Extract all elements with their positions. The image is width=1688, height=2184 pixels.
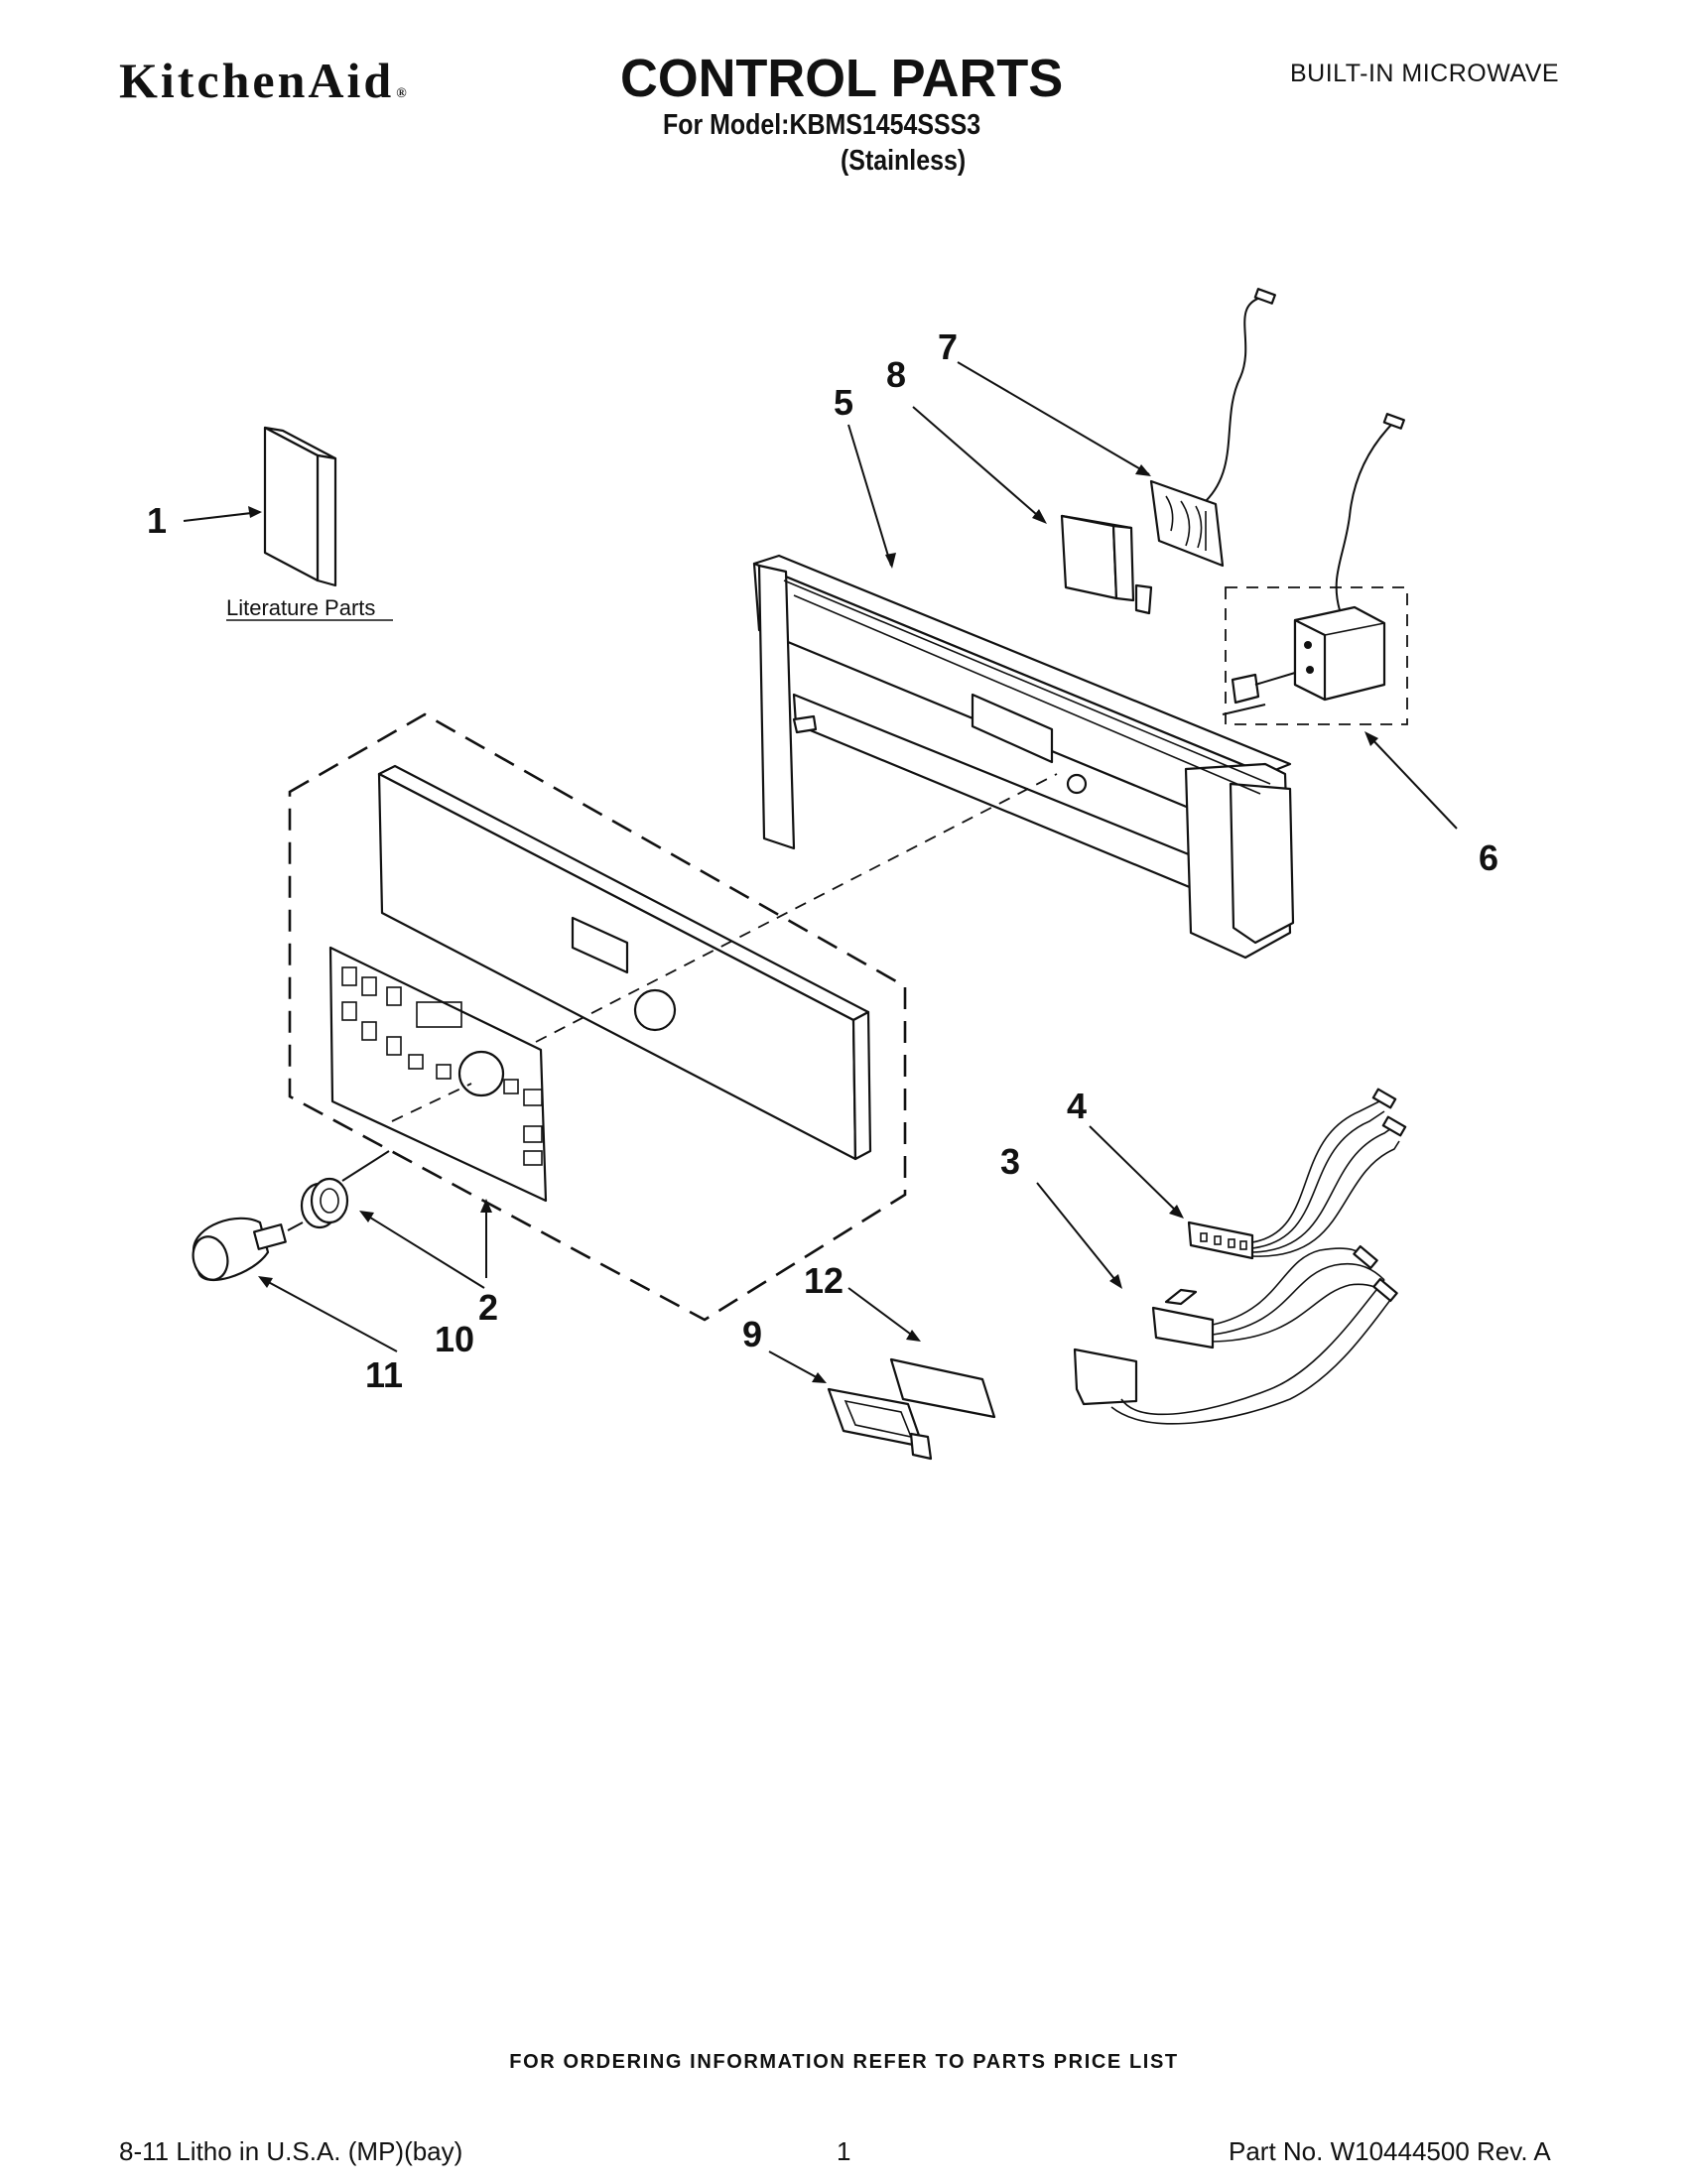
- part-7-circuit-board: [1149, 288, 1276, 568]
- callout-3: 3: [1000, 1141, 1020, 1182]
- product-category: BUILT-IN MICROWAVE: [1290, 60, 1560, 87]
- brand-logo: KitchenAid®: [119, 56, 410, 105]
- part-1-literature: [263, 426, 337, 587]
- literature-parts-label: Literature Parts: [226, 595, 375, 620]
- leader-lines: [258, 361, 1458, 1383]
- page-title: CONTROL PARTS: [620, 49, 1064, 108]
- callout-1: 1: [147, 500, 167, 541]
- part-3-wire-harness: [1073, 1244, 1398, 1425]
- part-number: Part No. W10444500 Rev. A: [1229, 2136, 1551, 2166]
- callout-12: 12: [804, 1260, 844, 1301]
- part-4-wire-harness: [1187, 1088, 1407, 1260]
- model-finish: (Stainless): [841, 145, 967, 177]
- knob-ring-guide: [341, 1150, 390, 1182]
- part-10-knob-ring: [300, 1177, 349, 1229]
- knob-alignment-line: [391, 1083, 472, 1122]
- callout-6: 6: [1479, 837, 1498, 878]
- leader-1-arrow: [248, 506, 262, 518]
- brand-registered-mark: ®: [396, 86, 410, 101]
- callout-5: 5: [834, 382, 853, 423]
- leader-1: [183, 511, 261, 522]
- part-11-knob: [192, 1217, 304, 1282]
- part-8-bracket: [1060, 514, 1153, 615]
- callout-7: 7: [938, 326, 958, 367]
- callout-2: 2: [478, 1287, 498, 1328]
- litho-note: 8-11 Litho in U.S.A. (MP)(bay): [119, 2136, 463, 2166]
- callout-10: 10: [435, 1319, 474, 1359]
- ordering-note: FOR ORDERING INFORMATION REFER TO PARTS …: [509, 2051, 1179, 2073]
- callout-9: 9: [742, 1314, 762, 1354]
- alignment-line: [535, 773, 1058, 1043]
- part-6-switch-assembly: [1222, 413, 1408, 725]
- part-2-console-panel: [288, 712, 907, 1322]
- part-5-control-housing: [752, 554, 1295, 960]
- callout-11: 11: [365, 1354, 403, 1395]
- callout-4: 4: [1067, 1086, 1087, 1126]
- part-9-frame: [827, 1387, 933, 1461]
- callout-8: 8: [886, 354, 906, 395]
- model-number: For Model:KBMS1454SSS3: [663, 109, 981, 141]
- part-12-label: [889, 1357, 996, 1419]
- brand-name: KitchenAid: [119, 53, 395, 108]
- page-number: 1: [837, 2136, 851, 2166]
